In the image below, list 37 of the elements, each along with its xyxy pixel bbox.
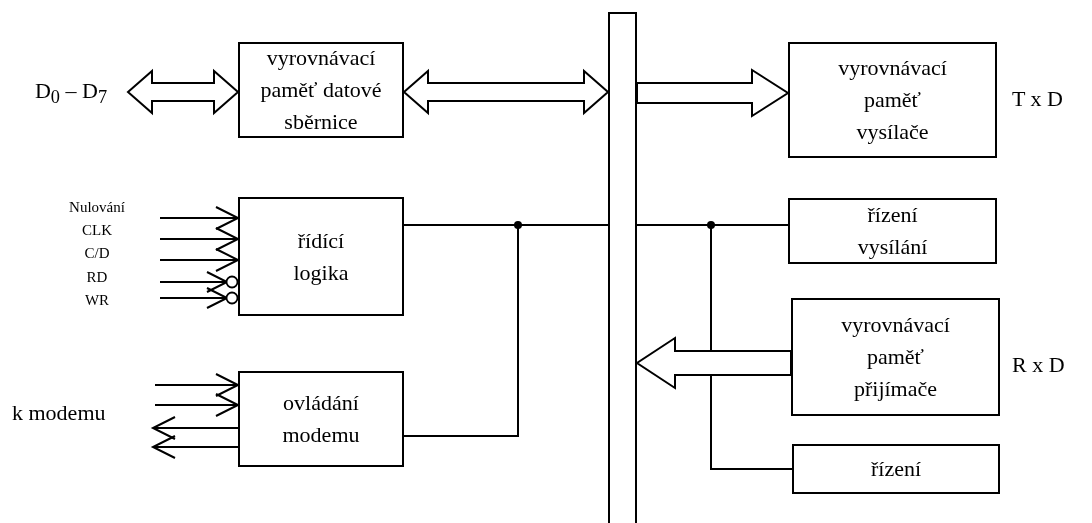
- block-box: [792, 444, 1000, 494]
- bus-bar: [608, 12, 637, 523]
- signal-label: R x D: [1012, 352, 1065, 378]
- block-label: ovládání modemu: [281, 389, 361, 449]
- signal-label: C/D: [84, 246, 110, 261]
- arrow: [159, 206, 239, 230]
- signal-label: WR: [84, 293, 110, 308]
- signal-label: k modemu: [12, 400, 106, 426]
- block-box: [791, 298, 1000, 416]
- block-label: řízení: [870, 455, 922, 484]
- hollow-arrow: [635, 336, 792, 390]
- arrow: [159, 227, 239, 251]
- block-box: [238, 42, 404, 138]
- arrow: [159, 248, 239, 272]
- hollow-arrow: [636, 68, 790, 118]
- signal-label: D$_{0}$ – D$_{7}$: [34, 77, 108, 110]
- arrow: [159, 287, 239, 309]
- hollow-arrow: [402, 68, 610, 116]
- signal-label: CLK: [82, 223, 112, 238]
- arrow: [154, 393, 239, 417]
- signal-label: T x D: [1012, 86, 1063, 112]
- hollow-arrow: [126, 68, 240, 116]
- block-label: vyrovnávací paměť datové sběrnice: [259, 44, 383, 136]
- block-box: [788, 42, 997, 158]
- arrow: [159, 271, 239, 293]
- block-label: řízení vysílání: [856, 201, 929, 261]
- signal-label: RD: [86, 270, 108, 285]
- signal-label: Nulování: [69, 200, 125, 215]
- arrow: [152, 435, 239, 459]
- block-label: řídící logika: [292, 226, 350, 287]
- arrow: [152, 416, 239, 440]
- block-box: [238, 371, 404, 467]
- block-box: [788, 198, 997, 264]
- block-label: vyrovnávací paměť přijímače: [840, 311, 951, 403]
- block-label: vyrovnávací paměť vysílače: [837, 54, 948, 146]
- arrow: [154, 373, 239, 397]
- block-box: [238, 197, 404, 316]
